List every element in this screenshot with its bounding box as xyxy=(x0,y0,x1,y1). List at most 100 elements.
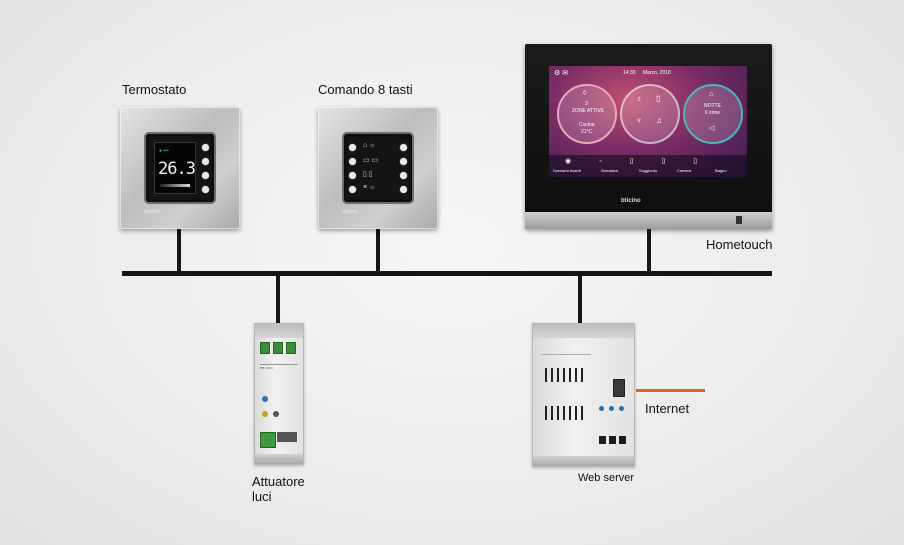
webserver-device xyxy=(532,323,635,467)
hometouch-bottom-bar xyxy=(525,212,772,229)
internet-label: Internet xyxy=(645,401,690,416)
scene-icon: ▯ ▯ xyxy=(363,171,373,178)
webserver-led xyxy=(619,406,624,411)
hometouch-label: Hometouch xyxy=(706,237,773,252)
attuatore-led xyxy=(262,396,268,402)
settings-icon: ⚙ ✉ xyxy=(554,70,569,77)
termostato-temperature-value: 26.3 xyxy=(158,159,196,179)
attuatore-bottom-cover xyxy=(255,454,303,464)
hometouch-screen: ⚙ ✉ 14:30 Marzo, 2018 ◊ 3 ZONE ATTIVE Cu… xyxy=(549,66,747,177)
webserver-vent xyxy=(569,406,571,420)
internet-connection-line xyxy=(636,389,705,392)
webserver-top-cover xyxy=(533,324,634,338)
termostato-display: ● ▪▪▪ 26.3 xyxy=(154,142,196,194)
scene-icon: ≡ ☼ xyxy=(363,184,376,191)
footer-item: Scenario Avanti xyxy=(553,168,581,173)
footer-item: Camera xyxy=(677,168,692,173)
attuatore-device: ▪▪▪ ▭▭ xyxy=(254,323,304,465)
temp-room-value: 21°C xyxy=(581,129,593,135)
webserver-vent xyxy=(557,368,559,382)
hometouch-device: ⚙ ✉ 14:30 Marzo, 2018 ◊ 3 ZONE ATTIVE Cu… xyxy=(525,44,772,229)
attuatore-top-cover xyxy=(255,324,303,338)
music-icon: ♫ xyxy=(656,116,662,125)
temp-room-label: Cucina xyxy=(579,122,595,128)
attuatore-led xyxy=(262,411,268,417)
bus-drop-hometouch xyxy=(647,229,651,273)
bus-drop-webserver xyxy=(578,274,582,324)
comando-key xyxy=(400,172,407,179)
comando-key xyxy=(400,158,407,165)
thermo-level-bar xyxy=(160,184,190,187)
webserver-vent xyxy=(575,368,577,382)
termostato-button xyxy=(202,144,209,151)
webserver-vent xyxy=(569,368,571,382)
webserver-vent xyxy=(563,368,565,382)
comando-label: Comando 8 tasti xyxy=(318,82,413,97)
bus-drop-comando xyxy=(376,229,380,273)
comando-key xyxy=(349,144,356,151)
attuatore-label: Attuatore luci xyxy=(252,474,305,504)
zones-label: ZONE ATTIVE xyxy=(572,108,605,114)
webserver-vent xyxy=(581,406,583,420)
footer-item: Soggiorno xyxy=(639,168,658,173)
footer-icons: ◉◦▯▯▯ xyxy=(565,158,726,165)
hometouch-date: Marzo, 2018 xyxy=(643,70,671,76)
ethernet-port xyxy=(613,379,625,397)
attuatore-led xyxy=(273,411,279,417)
termostato-button xyxy=(202,158,209,165)
comando-key xyxy=(349,186,356,193)
zones-count: 3 xyxy=(585,101,588,107)
comando-brand: bticino xyxy=(342,209,358,215)
webserver-terminal xyxy=(599,436,606,444)
bus-drop-termostato xyxy=(177,229,181,273)
footer-item: Bagno xyxy=(715,168,727,173)
zones-widget: ◊ 3 ZONE ATTIVE Cucina 21°C xyxy=(557,84,617,144)
scene-icon: ⌂ ☼ xyxy=(363,142,376,149)
termostato-control-panel: ● ▪▪▪ 26.3 xyxy=(146,134,214,202)
shutter-icon: ▯ xyxy=(656,94,661,103)
comando-key xyxy=(400,186,407,193)
termostato-device: ● ▪▪▪ 26.3 bticino xyxy=(120,107,240,229)
termostato-button xyxy=(202,172,209,179)
lock-icon: ⌂ xyxy=(709,91,714,98)
comando-key xyxy=(349,158,356,165)
webserver-vent xyxy=(545,406,547,420)
webserver-vent xyxy=(581,368,583,382)
drop-icon: ◊ xyxy=(583,90,587,97)
termostato-brand: bticino xyxy=(144,209,160,215)
attuatore-bus-terminals xyxy=(277,432,297,442)
termostato-button xyxy=(202,186,209,193)
webserver-slots-top xyxy=(541,344,591,355)
attuatore-terminal xyxy=(286,342,296,354)
thermo-status-icons: ● ▪▪▪ xyxy=(159,148,169,154)
bus-main-line xyxy=(122,271,772,276)
webserver-terminal xyxy=(619,436,626,444)
webserver-vent xyxy=(563,406,565,420)
comando-device: ⌂ ☼ ▭ ▭ ▯ ▯ ≡ ☼ bticino xyxy=(318,107,438,229)
webserver-vent xyxy=(557,406,559,420)
termostato-label: Termostato xyxy=(122,82,187,97)
comando-key xyxy=(349,172,356,179)
bus-drop-attuatore xyxy=(276,274,280,324)
microphone-icon: ♆ xyxy=(636,116,642,125)
attuatore-connector xyxy=(260,432,276,448)
webserver-vent xyxy=(575,406,577,420)
light-icon: ♁ xyxy=(636,94,642,103)
webserver-terminal xyxy=(609,436,616,444)
camera-icon: ◁ xyxy=(709,125,715,132)
scene-sub: 6 zone xyxy=(705,110,721,116)
hometouch-time: 14:30 xyxy=(623,70,636,76)
attuatore-terminal xyxy=(260,342,270,354)
attuatore-info-panel: ▪▪▪ ▭▭ xyxy=(260,364,298,389)
scene-name: NOTTE xyxy=(704,103,721,109)
hometouch-sensor xyxy=(736,216,742,224)
comando-key xyxy=(400,144,407,151)
hometouch-brand: bticino xyxy=(621,198,641,204)
webserver-label: Web server xyxy=(578,472,635,484)
scene-widget: ⌂ NOTTE 6 zone ◁ xyxy=(683,84,743,144)
controls-widget: ♁ ▯ ♆ ♫ xyxy=(620,84,680,144)
webserver-bottom-cover xyxy=(533,456,634,466)
footer-item: Serratura xyxy=(601,168,618,173)
hometouch-footer: Scenario Avanti Serratura Soggiorno Came… xyxy=(549,155,747,177)
scene-icon: ▭ ▭ xyxy=(363,157,379,164)
